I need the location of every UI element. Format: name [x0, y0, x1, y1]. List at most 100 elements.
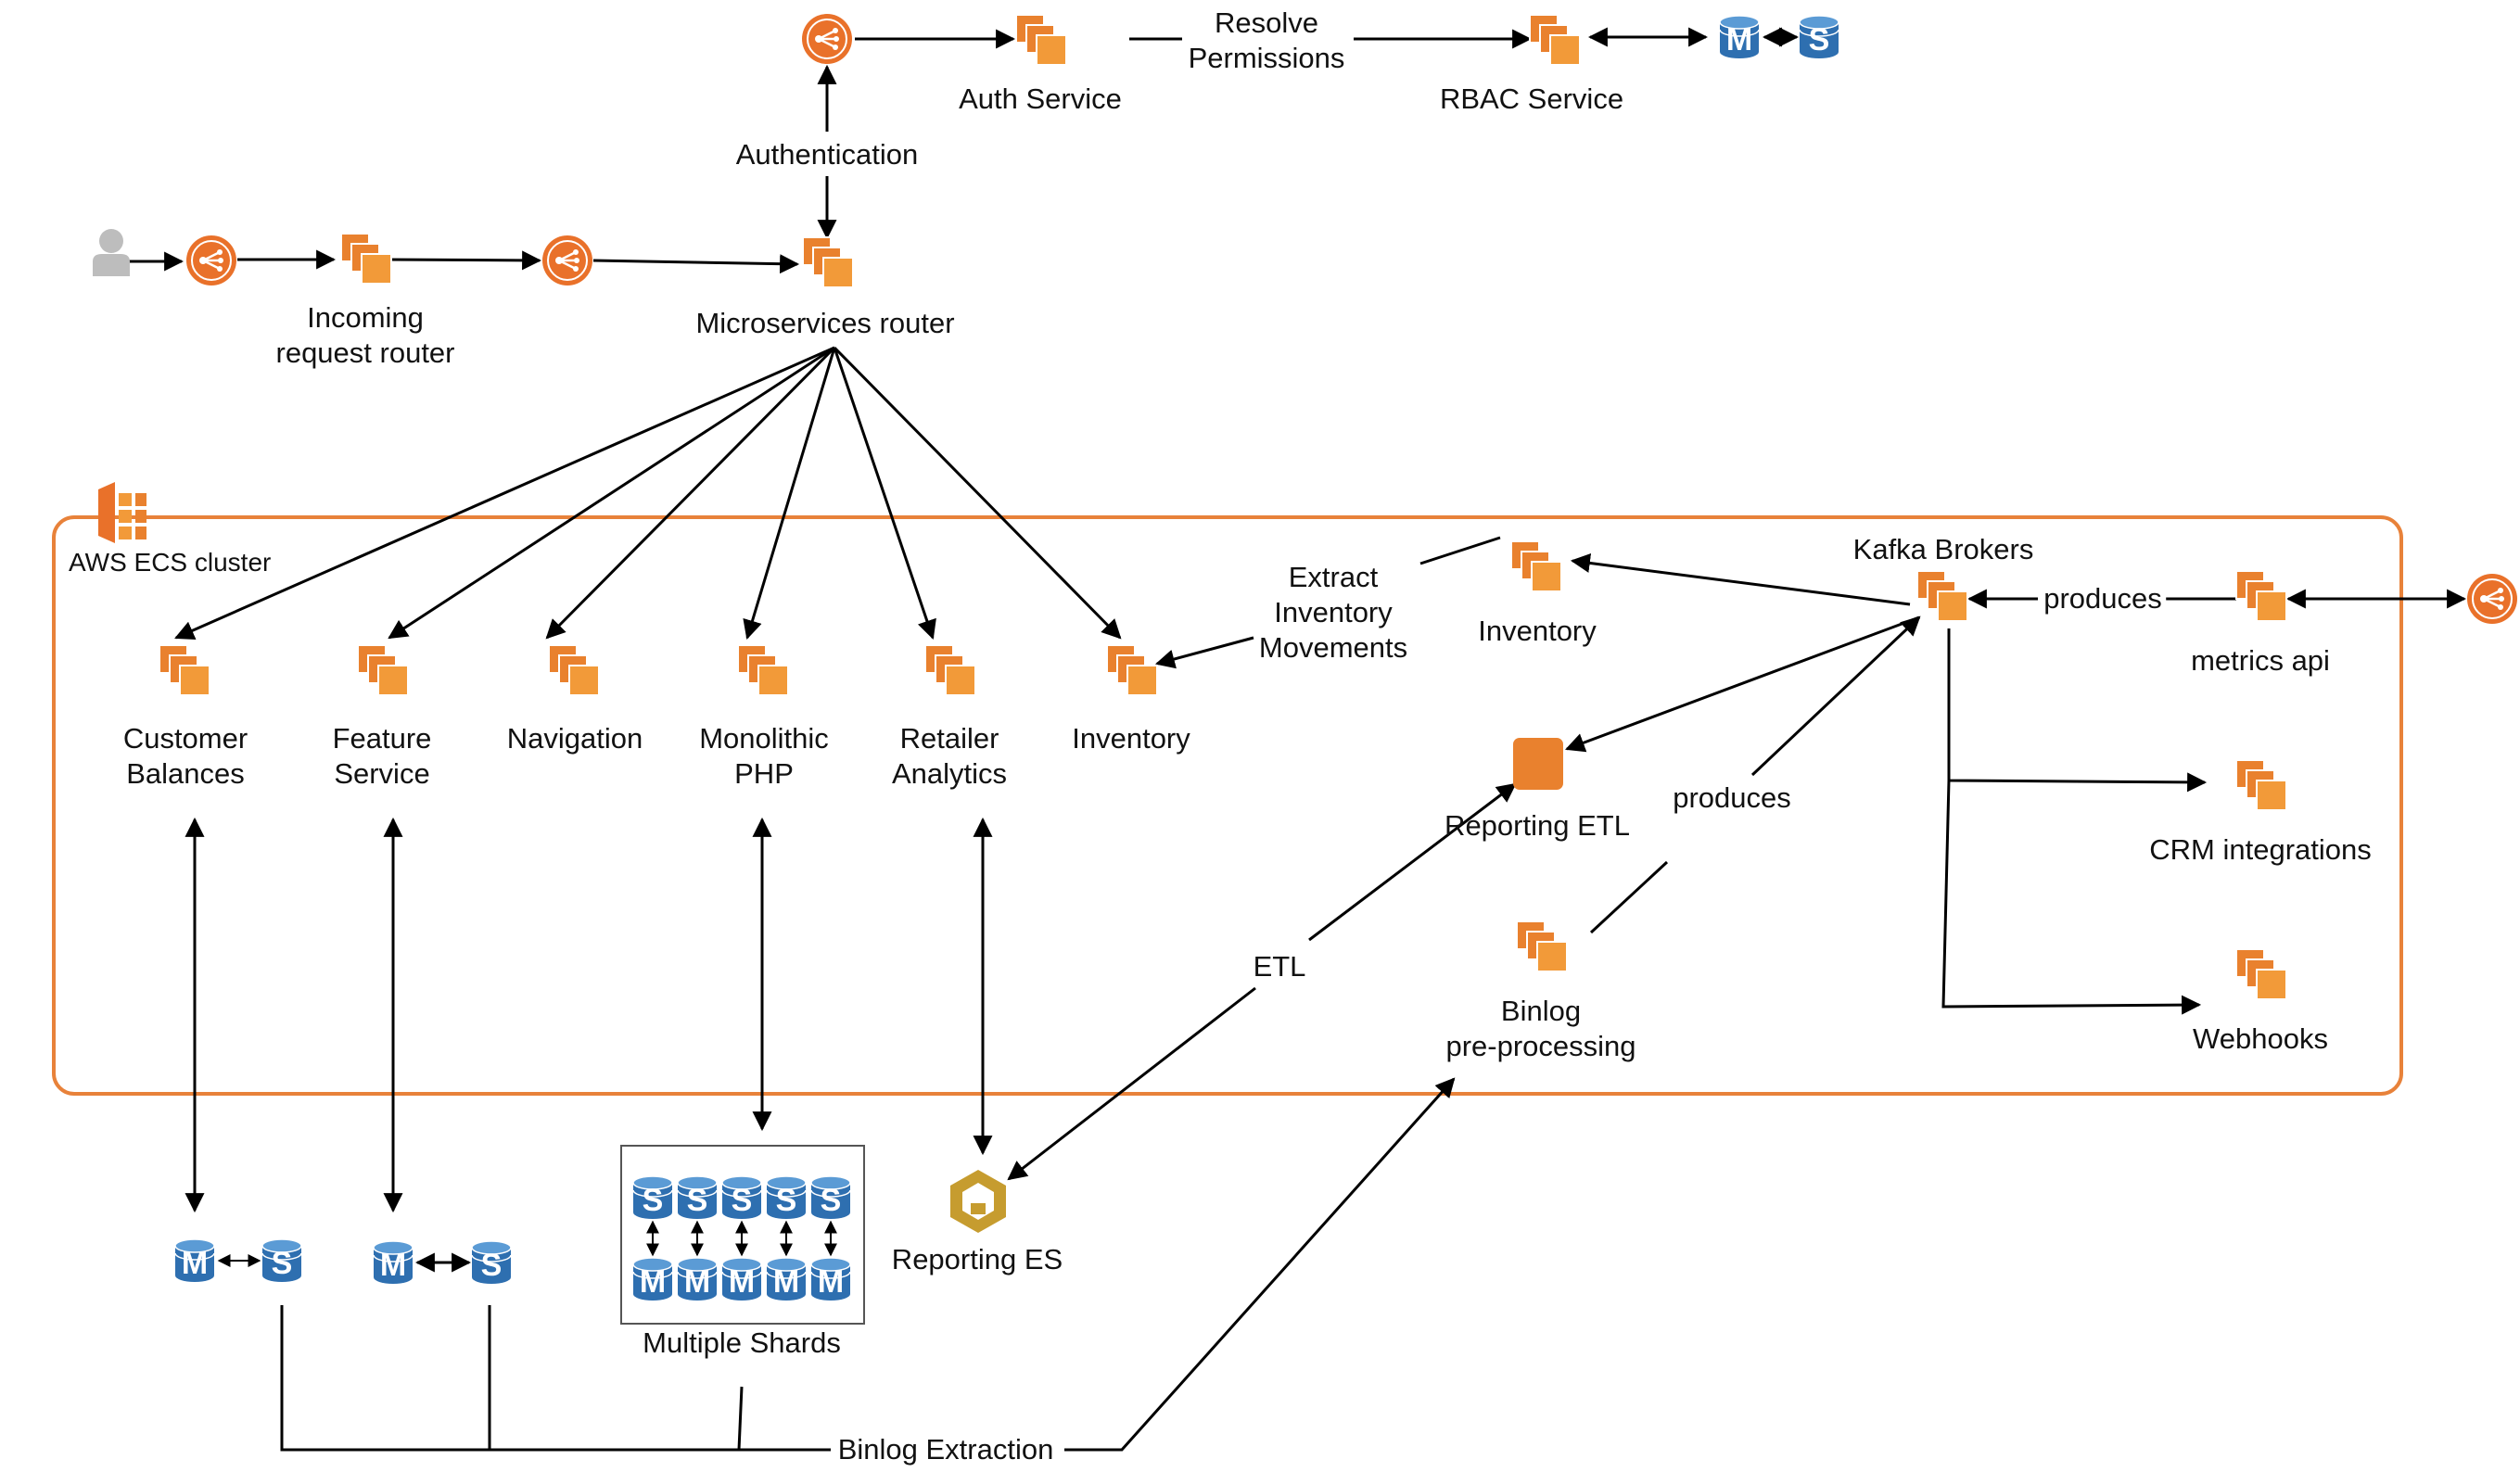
edge-kafka-webhooks	[1941, 780, 2202, 1015]
edge-etl-up	[1308, 782, 1517, 942]
elasticsearch-icon	[950, 1170, 1006, 1233]
edge-binlog-produces-b	[1750, 615, 1921, 777]
db-letter: M	[818, 1264, 844, 1300]
load-balancer-icon	[185, 234, 238, 287]
produces-metrics-label: produces	[2040, 581, 2166, 616]
database-icon: S	[632, 1175, 673, 1220]
aws-ecs-cluster-boundary	[52, 515, 2403, 1096]
authentication-label: Authentication	[732, 137, 923, 172]
service-icon	[1106, 644, 1158, 696]
monolithic-php-label: Monolithic PHP	[699, 722, 829, 790]
edge-kafka-reporting-etl	[1565, 615, 1920, 753]
extract-inventory-label: Extract Inventory Movements	[1254, 560, 1412, 666]
db-letter: S	[821, 1183, 842, 1218]
database-icon: S	[677, 1175, 718, 1220]
edge-inventory-extract-b	[1154, 636, 1254, 669]
inventory-right-label: Inventory	[1478, 615, 1597, 647]
cluster-label: AWS ECS cluster	[69, 548, 272, 577]
db-letter: S	[687, 1183, 708, 1218]
database-icon: S	[721, 1175, 762, 1220]
edge-router-analytics	[833, 347, 936, 640]
reporting-es-label: Reporting ES	[891, 1243, 1063, 1275]
db-letter: S	[732, 1183, 753, 1218]
task-icon	[1513, 738, 1563, 790]
edge-binlog-produces-a	[1589, 860, 1669, 934]
webhooks-label: Webhooks	[2193, 1022, 2328, 1055]
service-icon	[2235, 570, 2287, 622]
inventory-left-label: Inventory	[1072, 722, 1190, 755]
edge-router-inventory	[833, 346, 1122, 640]
database-icon: M	[810, 1257, 851, 1301]
retailer-analytics-label: Retailer Analytics	[891, 722, 1008, 790]
microservices-router-label: Microservices router	[695, 307, 955, 339]
db-letter: M	[640, 1264, 666, 1300]
database-icon: M	[721, 1257, 762, 1301]
feature-service-label: Feature Service	[332, 722, 432, 790]
edge-etl-down	[1007, 986, 1256, 1181]
db-letter: S	[272, 1246, 293, 1281]
auth-service-label: Auth Service	[959, 82, 1122, 115]
load-balancer-icon	[541, 234, 594, 287]
rbac-service-label: RBAC Service	[1439, 82, 1624, 115]
db-letter: M	[182, 1246, 208, 1281]
aws-ecs-logo-icon	[98, 482, 146, 543]
service-icon	[924, 644, 976, 696]
edge-router-feature	[388, 346, 835, 640]
binlog-preprocessing-label: Binlog pre-processing	[1445, 995, 1636, 1062]
db-letter: S	[1809, 22, 1830, 57]
crm-integrations-label: CRM integrations	[2149, 833, 2372, 866]
service-icon	[357, 644, 409, 696]
db-letter: S	[481, 1248, 503, 1283]
edge-binlog-extraction-bus	[280, 1305, 831, 1452]
service-icon	[2235, 948, 2287, 1000]
navigation-label: Navigation	[506, 722, 643, 755]
edge-router-monolith	[743, 347, 836, 641]
db-letter: M	[684, 1264, 710, 1300]
incoming-router-label: Incoming request router	[275, 301, 455, 369]
load-balancer-icon	[2465, 572, 2519, 626]
service-icon	[340, 233, 392, 285]
service-icon	[1015, 14, 1067, 66]
edge-kafka-inventory	[1570, 553, 1911, 606]
database-icon: M	[632, 1257, 673, 1301]
edge-router-navigation	[545, 346, 836, 640]
edge-inventory-extract-a	[1419, 536, 1501, 565]
db-letter: M	[1726, 22, 1752, 57]
database-icon: S	[766, 1175, 807, 1220]
binlog-extraction-label: Binlog Extraction	[834, 1432, 1058, 1467]
db-letter: M	[380, 1248, 406, 1283]
edges	[126, 27, 2467, 1452]
database-icon: M	[766, 1257, 807, 1301]
etl-label: ETL	[1249, 949, 1310, 984]
edge-binlog-to-preproc	[1064, 1077, 1456, 1452]
database-icon: M	[677, 1257, 718, 1301]
service-icon	[802, 236, 854, 288]
reporting-etl-label: Reporting ETL	[1445, 809, 1630, 842]
customer-balances-label: Customer Balances	[122, 722, 248, 790]
service-icon	[1916, 570, 1968, 622]
db-letter: M	[773, 1264, 799, 1300]
db-letter: S	[776, 1183, 797, 1218]
edge-kafka-crm	[1947, 628, 2208, 793]
service-icon	[1529, 14, 1581, 66]
edge-router-customer-balances	[174, 346, 835, 640]
database-icon: S	[810, 1175, 851, 1220]
load-balancer-icon	[800, 12, 854, 66]
metrics-api-label: metrics api	[2191, 644, 2330, 677]
service-icon	[159, 644, 210, 696]
service-icon	[548, 644, 600, 696]
edge-lb-to-micro	[592, 254, 800, 274]
service-icon	[1516, 920, 1568, 972]
shards-grid: S M S M S M S M S M	[632, 1175, 851, 1301]
resolve-permissions-label: Resolve Permissions	[1184, 6, 1349, 76]
db-letter: S	[643, 1183, 664, 1218]
multiple-shards-label: Multiple Shards	[643, 1326, 841, 1359]
produces-binlog-label: produces	[1669, 780, 1795, 816]
service-icon	[2235, 759, 2287, 811]
kafka-brokers-label: Kafka Brokers	[1852, 533, 2034, 565]
edge-binlog-shards	[737, 1386, 744, 1451]
db-letter: M	[729, 1264, 755, 1300]
service-icon	[1510, 540, 1562, 592]
user-icon	[93, 229, 130, 276]
